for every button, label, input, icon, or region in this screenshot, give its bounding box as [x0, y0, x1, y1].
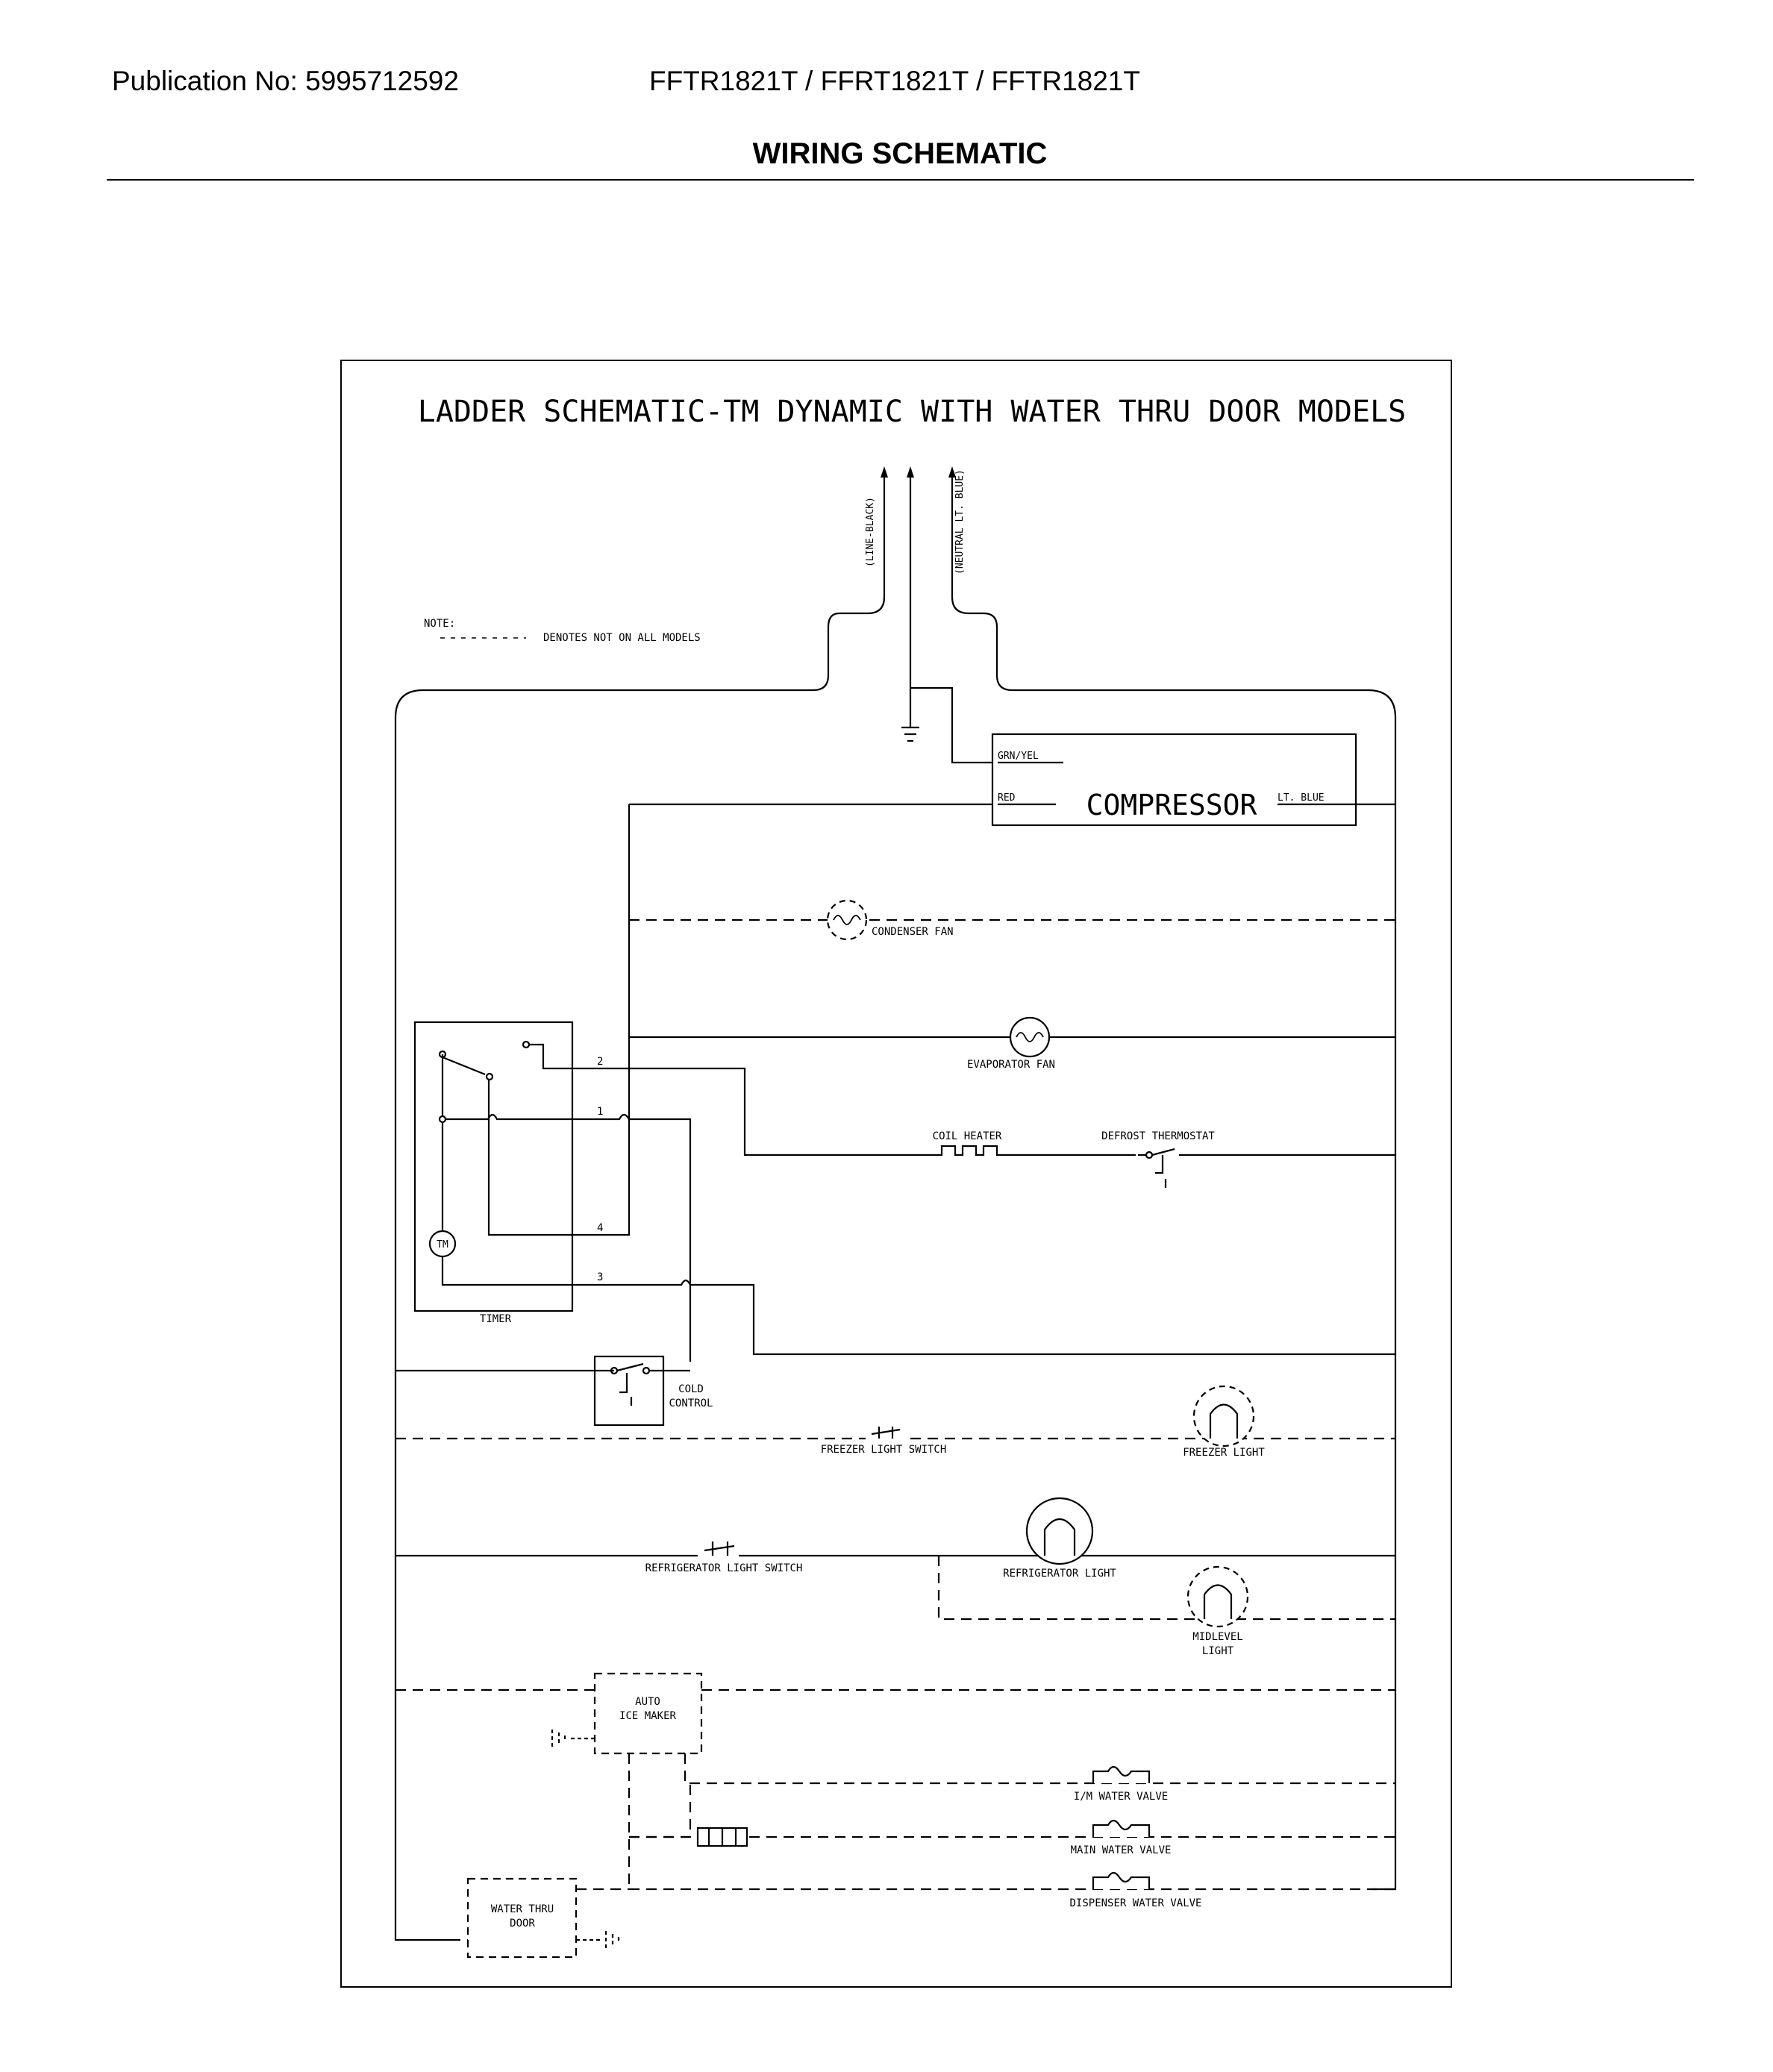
neutral-label: (NEUTRAL LT. BLUE)	[954, 469, 966, 575]
freezer-light-switch-icon	[866, 1426, 904, 1441]
compressor-lt-blue: LT. BLUE	[1278, 792, 1325, 804]
im-water-valve-icon	[1092, 1765, 1151, 1783]
diagram-title: LADDER SCHEMATIC-TM DYNAMIC WITH WATER T…	[418, 395, 1407, 429]
timer-motor-label: TM	[437, 1239, 448, 1251]
timer-switch-icon	[438, 1040, 629, 1124]
timer-terminal-1: 1	[597, 1106, 603, 1118]
refrigerator-light-icon	[1025, 1497, 1094, 1565]
water-thru-door-label-1: WATER THRU	[491, 1903, 554, 1915]
section-title: WIRING SCHEMATIC	[752, 137, 1048, 170]
ice-maker-ground-icon	[551, 1730, 595, 1747]
water-thru-door-label-2: DOOR	[510, 1918, 535, 1929]
note-text: DENOTES NOT ON ALL MODELS	[543, 632, 701, 644]
note-heading: NOTE:	[424, 618, 455, 630]
timer-terminal-3: 3	[597, 1271, 603, 1283]
model-numbers: FFTR1821T / FFRT1821T / FFTR1821T	[649, 66, 1140, 96]
condenser-fan-label: CONDENSER FAN	[872, 926, 954, 938]
publication-number: Publication No: 5995712592	[112, 66, 459, 96]
timer-box	[413, 1021, 574, 1312]
connector-icon	[696, 1827, 748, 1847]
dispenser-water-valve-icon	[1092, 1871, 1151, 1889]
im-water-valve-label: I/M WATER VALVE	[1074, 1791, 1168, 1803]
compressor-box	[991, 733, 1357, 827]
freezer-light-switch-label: FREEZER LIGHT SWITCH	[821, 1444, 947, 1456]
timer-terminal-2: 2	[597, 1056, 603, 1068]
midlevel-light-label-1: MIDLEVEL	[1192, 1631, 1242, 1643]
ice-maker-label-1: AUTO	[635, 1696, 660, 1708]
timer-label: TIMER	[480, 1313, 512, 1325]
main-water-valve-icon	[1092, 1819, 1151, 1837]
refrigerator-light-label: REFRIGERATOR LIGHT	[1003, 1568, 1116, 1580]
midlevel-light-icon	[1186, 1565, 1249, 1628]
main-water-valve-label: MAIN WATER VALVE	[1071, 1844, 1172, 1856]
midlevel-light-label-2: LIGHT	[1202, 1645, 1234, 1657]
supply-leads	[394, 466, 1397, 1941]
line-black-label: (LINE-BLACK)	[865, 497, 876, 567]
ground-icon	[901, 726, 919, 742]
condenser-fan-icon	[826, 899, 868, 941]
freezer-light-icon	[1192, 1385, 1255, 1447]
timer-terminal-4: 4	[597, 1222, 603, 1234]
coil-heater-label: COIL HEATER	[933, 1130, 1002, 1142]
freezer-light-label: FREEZER LIGHT	[1183, 1447, 1265, 1459]
defrost-thermostat-label: DEFROST THERMOSTAT	[1101, 1130, 1215, 1142]
defrost-thermostat-icon	[1138, 1148, 1175, 1188]
compressor-label: COMPRESSOR	[1086, 789, 1257, 821]
coil-heater-icon	[925, 1145, 1013, 1156]
header-rule	[107, 179, 1694, 181]
ice-maker-label-2: ICE MAKER	[619, 1710, 676, 1722]
cold-control-icon	[610, 1362, 690, 1406]
cold-control-label-2: CONTROL	[669, 1397, 713, 1409]
evaporator-fan-icon	[1009, 1016, 1051, 1058]
refrigerator-light-switch-label: REFRIGERATOR LIGHT SWITCH	[645, 1562, 803, 1574]
compressor-grn-yel: GRN/YEL	[998, 751, 1039, 762]
water-thru-door-ground-icon	[576, 1931, 620, 1949]
compressor-red: RED	[998, 792, 1016, 804]
dispenser-water-valve-label: DISPENSER WATER VALVE	[1069, 1897, 1201, 1909]
ice-maker-box	[593, 1672, 703, 1755]
evaporator-fan-label: EVAPORATOR FAN	[967, 1059, 1055, 1071]
water-thru-door-box	[466, 1877, 578, 1959]
diagram-frame	[340, 360, 1452, 1988]
refrigerator-light-switch-icon	[698, 1542, 739, 1558]
cold-control-box	[593, 1355, 665, 1427]
cold-control-label-1: COLD	[678, 1383, 704, 1395]
